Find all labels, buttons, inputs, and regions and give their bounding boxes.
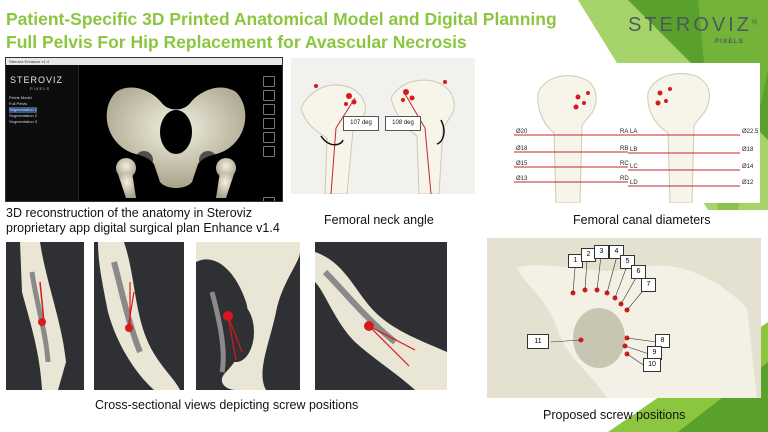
caption-reconstruction-line-2: proprietary app digital surgical plan En… <box>6 221 280 235</box>
canal-label-la: LA <box>630 129 638 135</box>
canal-value-lb: Ø18 <box>742 147 754 153</box>
tree-item[interactable]: Full Pelvis <box>9 101 28 106</box>
caption-canal-diameters: Femoral canal diameters <box>573 213 711 227</box>
canal-label-rc: RC <box>620 161 629 167</box>
screw-label-7: 7 <box>641 278 656 292</box>
canal-label-ld: LD <box>630 180 638 186</box>
canal-value-ld: Ø12 <box>742 180 754 186</box>
tree-item[interactable]: Segmentation 3 <box>9 119 38 124</box>
canal-value-rb: Ø18 <box>516 146 528 152</box>
canal-label-rb: RB <box>620 146 629 152</box>
cross-section-3 <box>196 242 300 390</box>
app-tree[interactable]: Pelvis Model Full Pelvis Segmentation 1 … <box>9 95 38 125</box>
tree-item[interactable]: Segmentation 1 <box>9 107 38 113</box>
screw-label-3: 3 <box>594 245 609 259</box>
screw-positions-figure <box>487 238 761 398</box>
app-toolbar <box>263 76 277 201</box>
screw-label-8: 8 <box>655 334 670 348</box>
canal-label-lc: LC <box>630 164 638 170</box>
canal-diameter-panel: Ø20 RA Ø18 RB Ø15 RC Ø13 RD LA Ø22.5 LB … <box>498 63 760 203</box>
app-logo: STEROVIZ <box>10 75 64 85</box>
screw-positions-panel: 1 2 3 4 5 6 7 8 9 10 11 <box>487 238 761 398</box>
neck-angle-label-1: 107 deg <box>343 116 379 131</box>
tree-item[interactable]: Pelvis Model <box>9 95 32 100</box>
canal-value-lc: Ø14 <box>742 164 754 170</box>
tree-item[interactable]: Segmentation 2 <box>9 113 38 118</box>
pelvis-3d-render[interactable] <box>96 72 256 198</box>
caption-reconstruction-line-1: 3D reconstruction of the anatomy in Ster… <box>6 206 252 220</box>
app-titlebar: Steroviz Enhance v1.4 <box>6 58 282 65</box>
tool-cut-icon[interactable] <box>263 132 275 143</box>
canal-diameter-figure <box>514 73 740 203</box>
logo-subtext: PIXELS <box>714 38 744 45</box>
caption-neck-angle: Femoral neck angle <box>324 213 434 227</box>
canal-value-la: Ø22.5 <box>742 129 759 135</box>
tool-camera-icon[interactable] <box>263 197 275 201</box>
screw-label-6: 6 <box>631 265 646 279</box>
tool-angle-icon[interactable] <box>263 118 275 129</box>
cross-section-1 <box>6 242 84 390</box>
app-logo-sub: PIXELS <box>30 86 51 91</box>
cross-section-2 <box>94 242 184 390</box>
canal-label-lb: LB <box>630 147 638 153</box>
cross-section-4 <box>315 242 447 390</box>
canal-label-ra: RA <box>620 129 629 135</box>
canal-value-rd: Ø13 <box>516 176 528 182</box>
app-screenshot: Steroviz Enhance v1.4 STEROVIZ PIXELS Pe… <box>5 57 283 202</box>
app-window-title: Steroviz Enhance v1.4 <box>9 59 50 64</box>
tool-hand-icon[interactable] <box>263 76 275 87</box>
logo-text: STEROVIZ <box>628 14 753 36</box>
tool-layers-icon[interactable] <box>263 146 275 157</box>
neck-angle-label-2: 108 deg <box>385 116 421 131</box>
screw-label-9: 9 <box>647 346 662 360</box>
neck-angle-panel: 107 deg 108 deg <box>291 58 475 194</box>
canal-value-rc: Ø15 <box>516 161 528 167</box>
tool-rotate-icon[interactable] <box>263 90 275 101</box>
steroviz-logo: STEROVIZ® PIXELS <box>628 14 758 48</box>
tool-measure-icon[interactable] <box>263 104 275 115</box>
canal-label-rd: RD <box>620 176 629 182</box>
screw-label-11: 11 <box>527 334 549 349</box>
title-line-1: Patient-Specific 3D Printed Anatomical M… <box>6 9 557 29</box>
app-sidebar: STEROVIZ PIXELS Pelvis Model Full Pelvis… <box>6 65 79 201</box>
title-line-2: Full Pelvis For Hip Replacement for Avas… <box>6 32 467 52</box>
canal-value-ra: Ø20 <box>516 129 528 135</box>
logo-registered: ® <box>752 19 758 27</box>
caption-screw-positions: Proposed screw positions <box>543 408 686 422</box>
screw-label-10: 10 <box>643 358 661 372</box>
neck-angle-figure <box>300 79 455 194</box>
caption-cross-sections: Cross-sectional views depicting screw po… <box>95 398 359 412</box>
